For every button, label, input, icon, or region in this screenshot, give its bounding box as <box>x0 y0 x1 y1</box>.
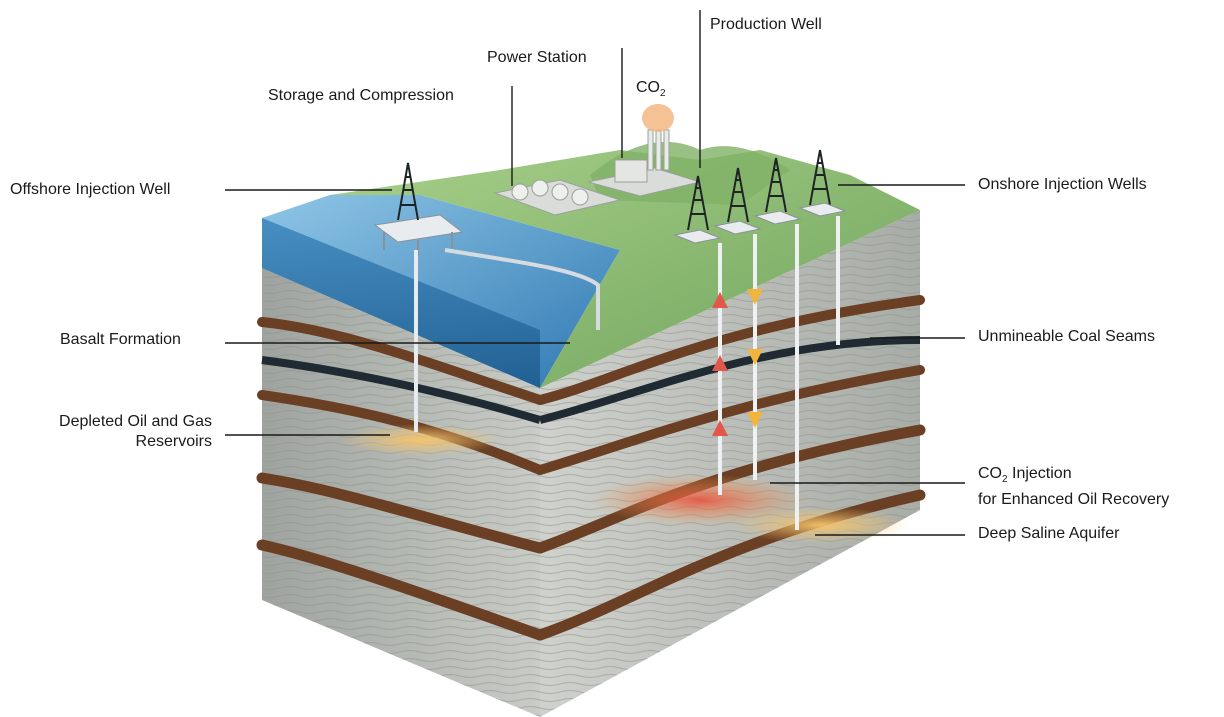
depleted-reservoirs-label: Depleted Oil and Gas Reservoirs <box>20 412 212 452</box>
down-flow-arrows <box>747 289 763 428</box>
co2-emission-subscript: 2 <box>660 88 666 100</box>
deep-saline-aquifer-label: Deep Saline Aquifer <box>978 525 1120 542</box>
land-surface <box>330 150 920 388</box>
offshore-rig-icon <box>397 162 419 221</box>
power-station <box>587 129 702 197</box>
saline-aquifer-glow <box>730 507 910 543</box>
co2-emission-label: CO2 <box>636 78 666 104</box>
onshore-pads <box>673 202 847 244</box>
sea-front <box>262 218 540 388</box>
onshore-rig-3-icon <box>809 149 831 206</box>
storage-tanks <box>493 179 622 216</box>
onshore-rigs <box>687 149 831 231</box>
coal-seam-left <box>261 356 542 424</box>
up-flow-arrows <box>712 292 728 436</box>
unmineable-coal-seams-label: Unmineable Coal Seams <box>978 328 1155 345</box>
coal-seam-right <box>539 336 921 424</box>
onshore-rig-2-icon <box>765 157 787 213</box>
leader-lines <box>225 10 965 536</box>
co2-injection-prefix: CO <box>978 465 1002 482</box>
onshore-injection-wells-label: Onshore Injection Wells <box>978 176 1147 193</box>
offshore-injection-well-label: Offshore Injection Well <box>10 181 171 198</box>
co2-emission-prefix: CO <box>636 79 660 96</box>
offshore-pipeline <box>444 248 600 330</box>
depleted-reservoirs-line2: Reservoirs <box>135 433 212 450</box>
enhanced-oil-recovery-text: for Enhanced Oil Recovery <box>978 491 1170 509</box>
storage-and-compression-label: Storage and Compression <box>268 87 454 104</box>
rock-seams-left <box>256 317 546 641</box>
co2-injection-suffix: Injection <box>1007 465 1072 482</box>
power-station-label: Power Station <box>487 49 587 66</box>
basalt-formation-label: Basalt Formation <box>60 331 181 348</box>
onshore-rig-1-icon <box>727 167 749 223</box>
depleted-reservoir-glow <box>340 424 500 456</box>
depleted-reservoirs-line1: Depleted Oil and Gas <box>59 413 212 430</box>
co2-plume <box>642 104 674 132</box>
production-rig-icon <box>687 175 709 231</box>
production-well-label: Production Well <box>710 16 822 33</box>
co2-injection-subscript: 2 <box>1002 474 1008 486</box>
co2-injection-eor-label: CO2 Injection for Enhanced Oil Recovery <box>978 464 1169 510</box>
